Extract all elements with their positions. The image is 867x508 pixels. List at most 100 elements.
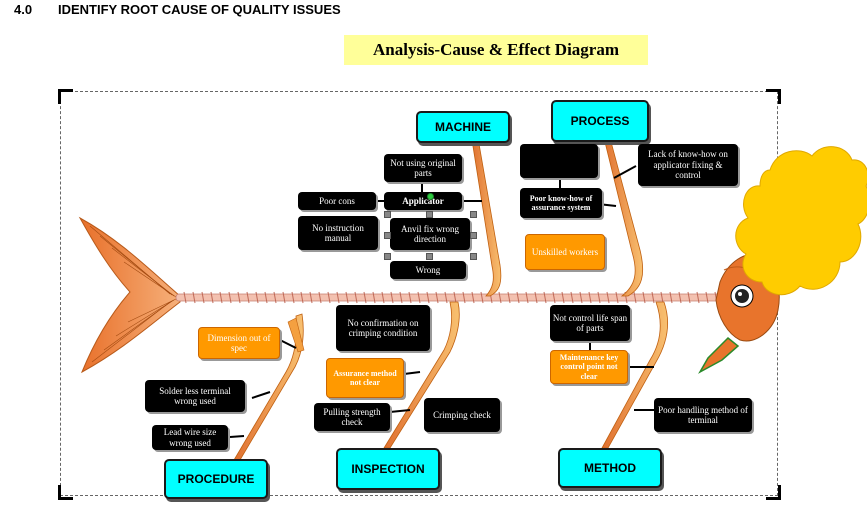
tail-stripes bbox=[89, 225, 177, 363]
vertebra bbox=[552, 291, 556, 304]
frame-corner bbox=[766, 89, 781, 104]
cause-poor-handling-method: Poor handling method of terminal bbox=[654, 398, 752, 432]
vertebra bbox=[480, 291, 484, 304]
vertebra bbox=[228, 291, 232, 304]
cause-pulling-strength-check: Pulling strength check bbox=[314, 403, 390, 431]
category-method: METHOD bbox=[558, 448, 662, 488]
cause-maintenance-key-control: Maintenance key control point not clear bbox=[550, 350, 628, 384]
vertebra bbox=[282, 291, 286, 304]
frame-corner bbox=[58, 89, 73, 104]
connector-lines bbox=[229, 165, 654, 438]
vertebra bbox=[426, 291, 430, 304]
bone-stub bbox=[287, 317, 305, 353]
vertebra bbox=[669, 291, 673, 304]
cause-unskilled-workers: Unskilled workers bbox=[525, 234, 605, 270]
category-machine: MACHINE bbox=[416, 111, 510, 143]
rotation-handle[interactable] bbox=[427, 193, 434, 200]
document-heading: 4.0 IDENTIFY ROOT CAUSE OF QUALITY ISSUES bbox=[14, 2, 341, 17]
category-process: PROCESS bbox=[551, 100, 649, 142]
frame-corner bbox=[58, 485, 73, 500]
vertebra bbox=[462, 291, 466, 304]
fish-fin bbox=[698, 336, 740, 374]
selection-handle[interactable] bbox=[470, 253, 477, 260]
cause-anvil-fix-wrong-direction: Anvil fix wrong direction bbox=[390, 218, 470, 250]
vertebra bbox=[363, 291, 367, 304]
cause-wrong: Wrong bbox=[390, 261, 466, 279]
vertebra bbox=[651, 291, 655, 304]
vertebra bbox=[660, 291, 664, 304]
vertebra bbox=[471, 291, 475, 304]
cause-poor-cons: Poor cons bbox=[298, 192, 376, 210]
vertebra bbox=[354, 291, 358, 304]
cause-poor-know-how-assurance: Poor know-how of assurance system bbox=[520, 188, 602, 218]
vertebra bbox=[246, 291, 250, 304]
vertebra bbox=[534, 291, 538, 304]
vertebra bbox=[498, 291, 502, 304]
vertebra bbox=[417, 291, 421, 304]
fish-tail bbox=[78, 216, 181, 374]
vertebra bbox=[633, 291, 637, 304]
vertebra bbox=[543, 291, 547, 304]
cause-crimping-check: Crimping check bbox=[424, 398, 500, 432]
vertebra bbox=[561, 291, 565, 304]
category-procedure: PROCEDURE bbox=[164, 459, 268, 499]
vertebra bbox=[687, 291, 691, 304]
vertebra bbox=[381, 291, 385, 304]
vertebra bbox=[606, 291, 610, 304]
problem-bubble bbox=[735, 146, 867, 296]
vertebra bbox=[507, 291, 511, 304]
bone-process bbox=[603, 137, 644, 297]
spine-vertebrae bbox=[183, 291, 718, 304]
category-inspection: INSPECTION bbox=[336, 448, 440, 490]
selection-handle[interactable] bbox=[384, 211, 391, 218]
vertebra bbox=[444, 291, 448, 304]
section-number: 4.0 bbox=[14, 2, 33, 17]
vertebra bbox=[237, 291, 241, 304]
cause-lead-wire-size: Lead wire size wrong used bbox=[152, 425, 228, 450]
bone-machine bbox=[471, 137, 502, 297]
cause-no-confirmation-crimping: No confirmation on crimping condition bbox=[336, 305, 430, 351]
cause-no-instruction-manual: No instruction manual bbox=[298, 216, 378, 250]
cause-not-control-life-span: Not control life span of parts bbox=[550, 305, 630, 341]
vertebra bbox=[516, 291, 520, 304]
vertebra bbox=[210, 291, 214, 304]
frame-corner bbox=[766, 485, 781, 500]
vertebra bbox=[642, 291, 646, 304]
vertebra bbox=[219, 291, 223, 304]
vertebra bbox=[678, 291, 682, 304]
vertebra bbox=[327, 291, 331, 304]
vertebra bbox=[300, 291, 304, 304]
vertebra bbox=[201, 291, 205, 304]
vertebra bbox=[372, 291, 376, 304]
vertebra bbox=[399, 291, 403, 304]
vertebra bbox=[588, 291, 592, 304]
selection-handle[interactable] bbox=[426, 211, 433, 218]
cause-lack-of-know-how: Lack of know-how on applicator fixing & … bbox=[638, 144, 738, 186]
vertebra bbox=[705, 291, 709, 304]
vertebra bbox=[615, 291, 619, 304]
vertebra bbox=[579, 291, 583, 304]
vertebra bbox=[435, 291, 439, 304]
selection-handle[interactable] bbox=[470, 211, 477, 218]
selection-handle[interactable] bbox=[384, 232, 391, 239]
section-title: IDENTIFY ROOT CAUSE OF QUALITY ISSUES bbox=[58, 2, 341, 17]
selection-handle[interactable] bbox=[470, 232, 477, 239]
selection-handle[interactable] bbox=[426, 253, 433, 260]
selection-handle[interactable] bbox=[384, 253, 391, 260]
vertebra bbox=[453, 291, 457, 304]
vertebra bbox=[192, 291, 196, 304]
vertebra bbox=[570, 291, 574, 304]
vertebra bbox=[264, 291, 268, 304]
vertebra bbox=[291, 291, 295, 304]
diagram-title: Analysis-Cause & Effect Diagram bbox=[344, 35, 648, 65]
vertebra bbox=[309, 291, 313, 304]
vertebra bbox=[273, 291, 277, 304]
cause-dimension-out-of-spec: Dimension out of spec bbox=[198, 327, 280, 359]
vertebra bbox=[390, 291, 394, 304]
vertebra bbox=[345, 291, 349, 304]
bone-method bbox=[601, 301, 669, 449]
vertebra bbox=[318, 291, 322, 304]
vertebra bbox=[525, 291, 529, 304]
cause-assurance-method-not-clear: Assurance method not clear bbox=[326, 358, 404, 398]
